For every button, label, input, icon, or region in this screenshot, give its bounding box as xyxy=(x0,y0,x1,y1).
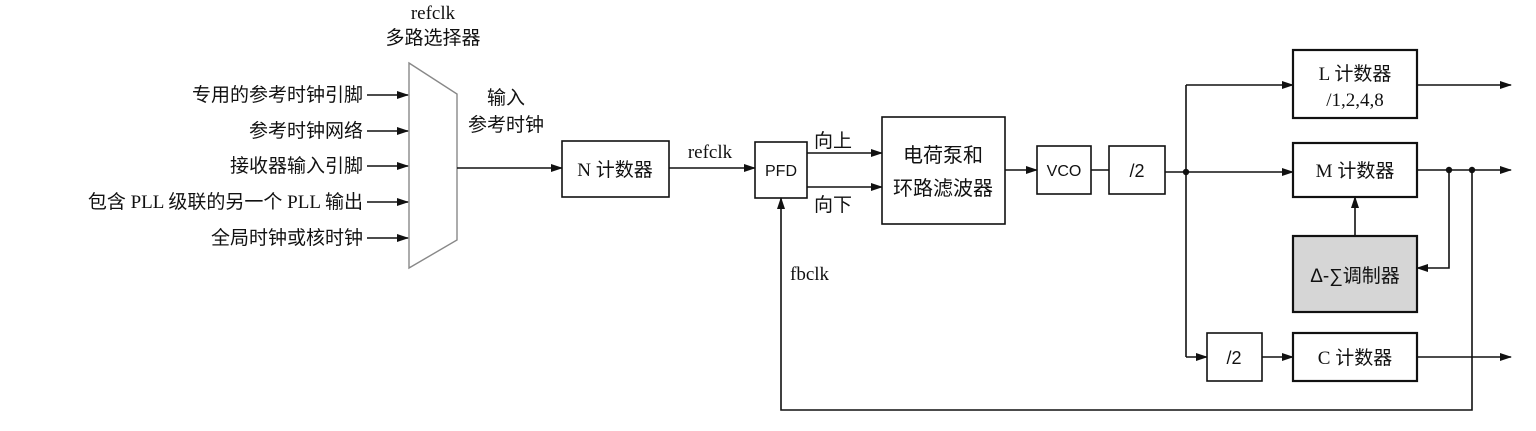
charge-pump-label-line1: 电荷泵和 xyxy=(903,144,983,167)
div2-main-box xyxy=(1108,145,1166,195)
pfd-box xyxy=(754,141,808,199)
charge-pump-label-line2: 环路滤波器 xyxy=(893,177,993,200)
delta-sigma-modulator-label: Δ-∑调制器 xyxy=(1310,265,1400,287)
vco-label: VCO xyxy=(1047,163,1082,180)
input-label-cascaded-pll-output: 包含 PLL 级联的另一个 PLL 输出 xyxy=(88,191,363,213)
div2-c-box xyxy=(1206,332,1263,382)
refclk-multiplexer xyxy=(408,61,458,270)
charge-pump-box xyxy=(881,116,1006,225)
input-label-global-or-core-clock: 全局时钟或核时钟 xyxy=(211,227,363,249)
div2-c-label: /2 xyxy=(1226,348,1241,368)
down-label: 向下 xyxy=(814,194,852,216)
input-label-ref-clock-network: 参考时钟网络 xyxy=(249,120,363,142)
up-label: 向上 xyxy=(814,130,852,152)
mux-output-label-line1: 输入 xyxy=(487,87,525,109)
input-label-dedicated-ref-pin: 专用的参考时钟引脚 xyxy=(192,84,363,106)
div2-main-label: /2 xyxy=(1129,161,1144,181)
c-counter-label: C 计数器 xyxy=(1318,347,1392,369)
vco-box xyxy=(1036,145,1092,195)
input-label-receiver-input-pin: 接收器输入引脚 xyxy=(230,155,363,177)
delta-sigma-modulator-box xyxy=(1291,234,1419,314)
l-counter-label-line2: /1,2,4,8 xyxy=(1326,90,1384,111)
mux-title-line2: 多路选择器 xyxy=(385,27,480,49)
m-output-to-modulator-feedback xyxy=(1416,170,1450,272)
l-counter-label-line1: L 计数器 xyxy=(1319,63,1392,85)
n-counter-label: N 计数器 xyxy=(577,159,652,181)
fbclk-label: fbclk xyxy=(790,264,830,285)
l-counter-box xyxy=(1291,48,1419,120)
n-counter-box xyxy=(561,140,670,198)
fbclk-feedback-path xyxy=(777,170,1473,411)
pfd-label: PFD xyxy=(765,163,797,180)
mux-output-label-line2: 参考时钟 xyxy=(468,114,544,136)
mux-title-line1: refclk xyxy=(411,3,456,24)
m-counter-label: M 计数器 xyxy=(1316,160,1395,182)
refclk-label: refclk xyxy=(688,142,733,163)
